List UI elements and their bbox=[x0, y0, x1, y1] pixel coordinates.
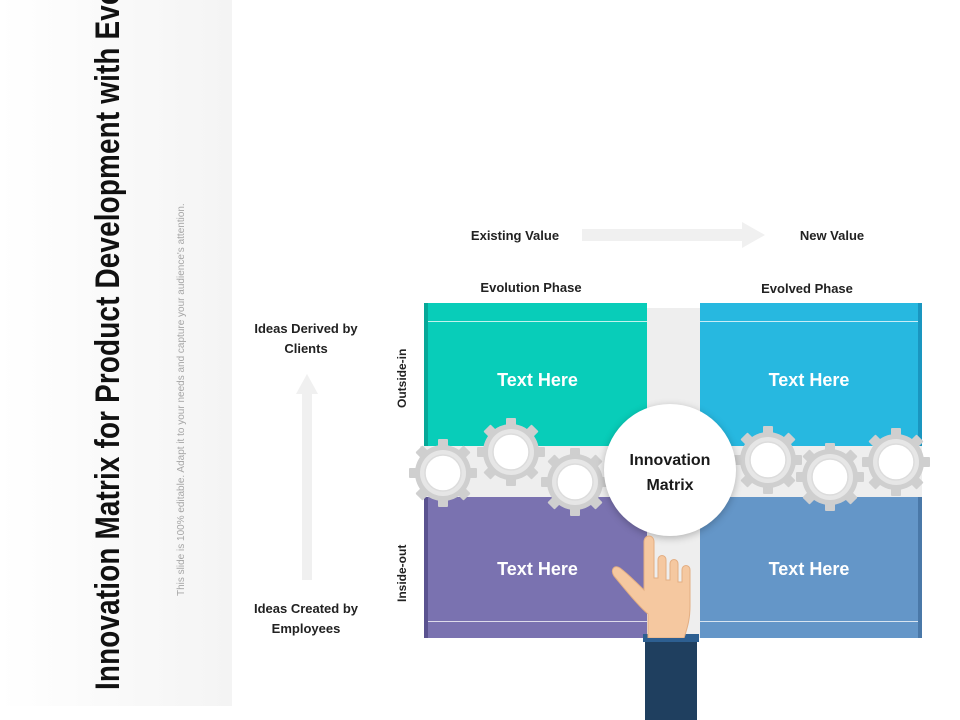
quadrant-top-right: Text Here bbox=[700, 303, 922, 446]
title-container: Innovation Matrix for Product Developmen… bbox=[85, 0, 131, 690]
title-panel bbox=[0, 0, 232, 706]
quadrant-divider-line bbox=[428, 621, 647, 622]
pointing-hand-icon bbox=[611, 535, 691, 638]
center-circle: Innovation Matrix bbox=[604, 404, 736, 536]
quadrant-bottom-right-text: Text Here bbox=[768, 559, 850, 579]
inside-out-label: Inside-out bbox=[395, 544, 409, 602]
new-value-label: New Value bbox=[799, 228, 865, 243]
quadrant-bottom-left: Text Here bbox=[424, 497, 647, 638]
quadrant-bottom-left-text: Text Here bbox=[497, 559, 578, 579]
center-label: Innovation Matrix bbox=[604, 448, 736, 498]
quadrant-bottom-right: Text Here bbox=[700, 497, 922, 638]
subtitle-container: This slide is 100% editable. Adapt it to… bbox=[176, 116, 187, 596]
quadrant-top-right-text: Text Here bbox=[768, 370, 850, 390]
outside-in-label: Outside-in bbox=[395, 348, 409, 408]
quadrant-top-left-text: Text Here bbox=[497, 370, 578, 390]
quadrant-divider-line bbox=[700, 621, 918, 622]
ideas-derived-label: Ideas Derived by Clients bbox=[254, 321, 358, 356]
slide-subtitle: This slide is 100% editable. Adapt it to… bbox=[176, 203, 187, 596]
up-arrow-icon bbox=[296, 374, 318, 580]
quadrant-divider-line bbox=[428, 321, 647, 322]
right-arrow-icon bbox=[582, 222, 765, 248]
existing-value-label: Existing Value bbox=[470, 228, 560, 243]
evolved-phase-label: Evolved Phase bbox=[761, 281, 853, 296]
ideas-created-label: Ideas Created by Employees bbox=[253, 601, 359, 636]
evolution-phase-label: Evolution Phase bbox=[480, 280, 582, 295]
center-label-text: Innovation Matrix bbox=[629, 452, 711, 494]
sleeve-cuff bbox=[643, 634, 699, 642]
sleeve bbox=[645, 639, 697, 720]
quadrant-top-left: Text Here bbox=[424, 303, 647, 446]
quadrant-divider-line bbox=[700, 321, 918, 322]
slide-title: Innovation Matrix for Product Developmen… bbox=[89, 0, 127, 690]
